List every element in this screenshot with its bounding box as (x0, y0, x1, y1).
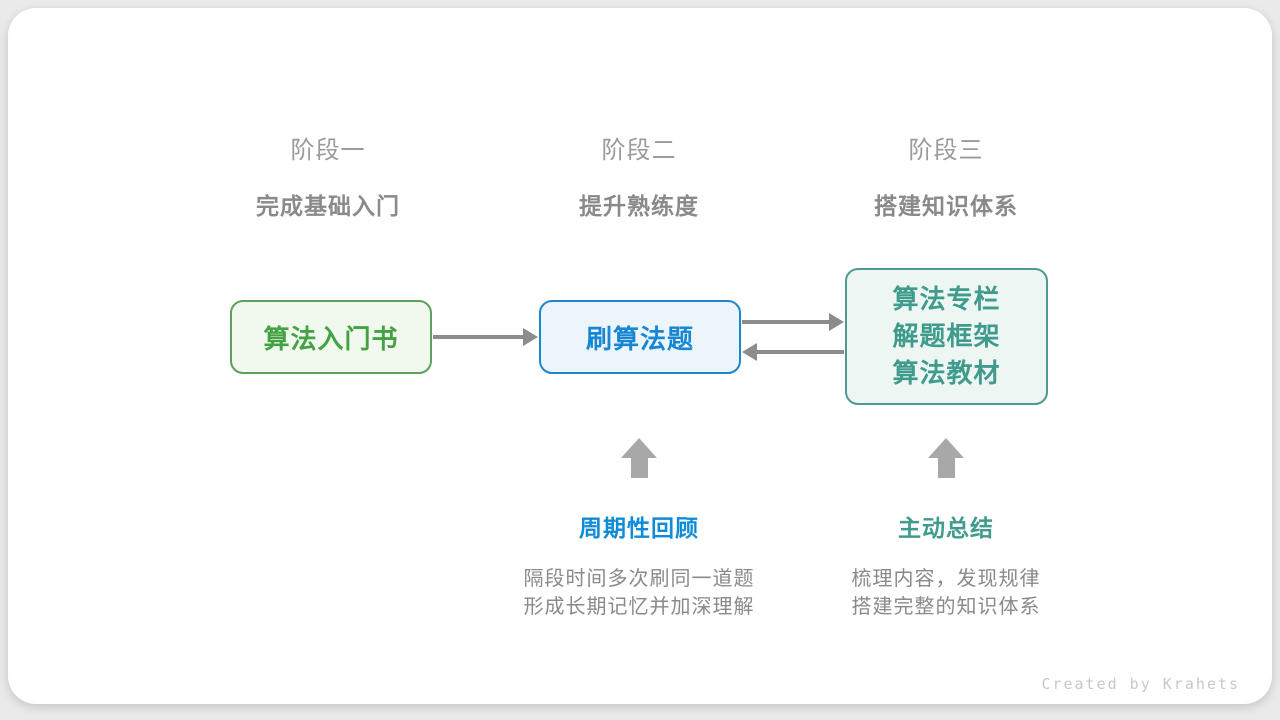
credit-text: Created by Krahets (1041, 675, 1240, 693)
arrow-stage1-to-stage2-icon (433, 325, 538, 349)
arrow-shaft (754, 350, 844, 354)
node-knowledge-resources: 算法专栏 解题框架 算法教材 (845, 268, 1048, 405)
node-knowledge-resources-line3: 算法教材 (892, 358, 1001, 388)
annotation-active-summary: 主动总结 梳理内容，发现规律 搭建完整的知识体系 (776, 509, 1116, 621)
up-arrow-stem (630, 458, 648, 478)
arrow-stage2-to-stage3-icon (742, 310, 844, 334)
up-arrow-head-icon (928, 438, 964, 458)
arrow-head-right-icon (829, 313, 844, 331)
stage1-subtitle: 完成基础入门 (256, 193, 400, 219)
up-arrow-head-icon (621, 438, 657, 458)
node-knowledge-resources-line2: 解题框架 (892, 321, 1001, 351)
annotation-active-summary-desc-line1: 梳理内容，发现规律 (851, 568, 1041, 590)
stage3-header: 阶段三 搭建知识体系 (786, 130, 1106, 221)
arrow-shaft (433, 335, 526, 339)
annotation-periodic-review-desc-line2: 形成长期记忆并加深理解 (523, 596, 755, 618)
stage3-label: 阶段三 (908, 137, 984, 164)
node-practice-problems: 刷算法题 (539, 300, 741, 374)
annotation-periodic-review-desc-line1: 隔段时间多次刷同一道题 (523, 568, 755, 590)
up-arrow-summary-icon (928, 438, 964, 478)
annotation-periodic-review: 周期性回顾 隔段时间多次刷同一道题 形成长期记忆并加深理解 (469, 509, 809, 621)
arrow-head-left-icon (742, 343, 757, 361)
up-arrow-review-icon (621, 438, 657, 478)
annotation-periodic-review-title: 周期性回顾 (579, 515, 699, 541)
arrow-stage3-to-stage2-icon (742, 340, 844, 364)
node-knowledge-resources-line1: 算法专栏 (892, 284, 1001, 314)
up-arrow-stem (937, 458, 955, 478)
annotation-active-summary-desc-line2: 搭建完整的知识体系 (851, 596, 1041, 618)
stage2-subtitle: 提升熟练度 (579, 193, 699, 219)
stage1-label: 阶段一 (290, 137, 366, 164)
node-practice-problems-label: 刷算法题 (585, 323, 694, 354)
node-algorithm-intro-book: 算法入门书 (230, 300, 432, 374)
stage1-header: 阶段一 完成基础入门 (168, 130, 488, 221)
node-algorithm-intro-book-label: 算法入门书 (263, 323, 399, 354)
stage2-label: 阶段二 (601, 137, 677, 164)
stage3-subtitle: 搭建知识体系 (874, 193, 1018, 219)
stage2-header: 阶段二 提升熟练度 (479, 130, 799, 221)
annotation-periodic-review-desc: 隔段时间多次刷同一道题 形成长期记忆并加深理解 (469, 565, 809, 621)
annotation-active-summary-title: 主动总结 (898, 515, 994, 541)
annotation-active-summary-desc: 梳理内容，发现规律 搭建完整的知识体系 (776, 565, 1116, 621)
arrow-head-right-icon (523, 328, 538, 346)
arrow-shaft (742, 320, 832, 324)
